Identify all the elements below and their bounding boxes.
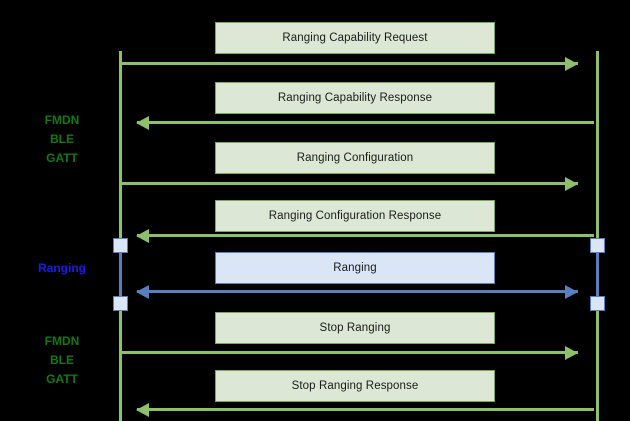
left-lifeline-lower	[119, 300, 122, 421]
activation-box-right-end	[590, 296, 605, 311]
message-box-stop-ranging-response: Stop Ranging Response	[215, 370, 495, 402]
message-arrowhead-left-ranging-capability-response	[136, 115, 149, 130]
message-box-ranging-configuration: Ranging Configuration	[215, 142, 495, 174]
activation-box-left-start	[113, 238, 128, 253]
message-arrow-line-ranging-capability-response	[137, 121, 594, 124]
message-arrowhead-right-stop-ranging	[565, 345, 578, 360]
message-box-ranging-configuration-response: Ranging Configuration Response	[215, 200, 495, 232]
message-arrow-line-ranging-configuration-response	[137, 234, 594, 237]
activation-box-left-end	[113, 296, 128, 311]
message-arrow-line-ranging-configuration	[121, 182, 578, 185]
message-arrow-line-stop-ranging	[121, 351, 578, 354]
message-box-ranging: Ranging	[215, 252, 495, 284]
message-box-ranging-capability-response: Ranging Capability Response	[215, 82, 495, 114]
phase-label-fmdn-ble-gatt-top: FMDN BLE GATT	[44, 113, 80, 165]
message-arrow-line-stop-ranging-response	[137, 408, 594, 411]
message-arrow-line-ranging	[137, 290, 578, 293]
phase-label-fmdn-ble-gatt-bottom: FMDN BLE GATT	[44, 334, 80, 386]
left-lifeline-ranging	[119, 243, 122, 303]
message-arrow-line-ranging-capability-request	[121, 62, 578, 65]
message-box-ranging-capability-request: Ranging Capability Request	[215, 22, 495, 54]
message-arrowhead-right-ranging-configuration	[565, 176, 578, 191]
message-arrowhead-left-ranging-configuration-response	[136, 228, 149, 243]
right-lifeline-upper	[596, 51, 599, 243]
message-arrowhead-left-ranging	[136, 284, 149, 299]
activation-box-right-start	[590, 238, 605, 253]
phase-label-ranging: Ranging	[38, 261, 86, 275]
message-arrowhead-left-stop-ranging-response	[136, 402, 149, 417]
message-box-stop-ranging: Stop Ranging	[215, 312, 495, 344]
message-arrowhead-right-ranging	[565, 284, 578, 299]
right-lifeline-ranging	[596, 243, 599, 303]
left-lifeline-upper	[119, 51, 122, 243]
message-arrowhead-right-ranging-capability-request	[565, 56, 578, 71]
right-lifeline-lower	[596, 300, 599, 421]
